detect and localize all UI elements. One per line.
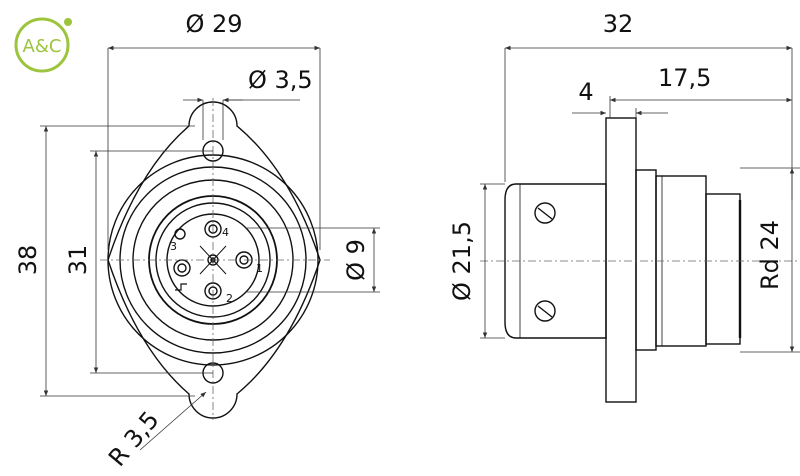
- company-logo: A&C: [14, 17, 72, 73]
- dim-front-height-38: 38: [14, 245, 42, 276]
- front-view: [100, 98, 330, 420]
- pin-number-labels: 1 2 3 4: [170, 226, 263, 305]
- side-dimension-texts: 32 17,5 4 Ø 21,5 Rd 24: [448, 10, 784, 301]
- front-centerlines: [100, 98, 330, 420]
- side-view: [480, 117, 800, 403]
- dim-front-radius-3-5: R 3,5: [103, 406, 165, 472]
- front-dimension-lines: [40, 45, 380, 451]
- dim-front-inner-diameter-9: Ø 9: [342, 239, 370, 281]
- side-screw-hole-top: [534, 202, 556, 224]
- side-front-body: [504, 183, 607, 339]
- dim-side-flange-4: 4: [578, 78, 593, 106]
- side-screw-hole-bottom: [534, 300, 556, 322]
- side-flange: [605, 117, 637, 403]
- pin-label-4: 4: [222, 226, 229, 239]
- dim-side-body-diameter: Ø 21,5: [448, 221, 476, 301]
- front-flange-outline: [107, 101, 321, 419]
- side-dimension-lines: [480, 45, 800, 353]
- dim-front-hole-diameter: Ø 3,5: [248, 66, 313, 94]
- pin-label-3: 3: [170, 240, 177, 253]
- dim-side-thread-rd24: Rd 24: [756, 220, 784, 290]
- dim-front-diameter-29: Ø 29: [185, 10, 242, 38]
- pin-label-2: 2: [226, 292, 233, 305]
- logo-text: A&C: [23, 36, 62, 57]
- pin-label-1: 1: [256, 262, 263, 275]
- dim-side-rear-17-5: 17,5: [658, 64, 711, 92]
- dim-front-spacing-31: 31: [64, 245, 92, 276]
- dim-side-length-32: 32: [603, 10, 634, 38]
